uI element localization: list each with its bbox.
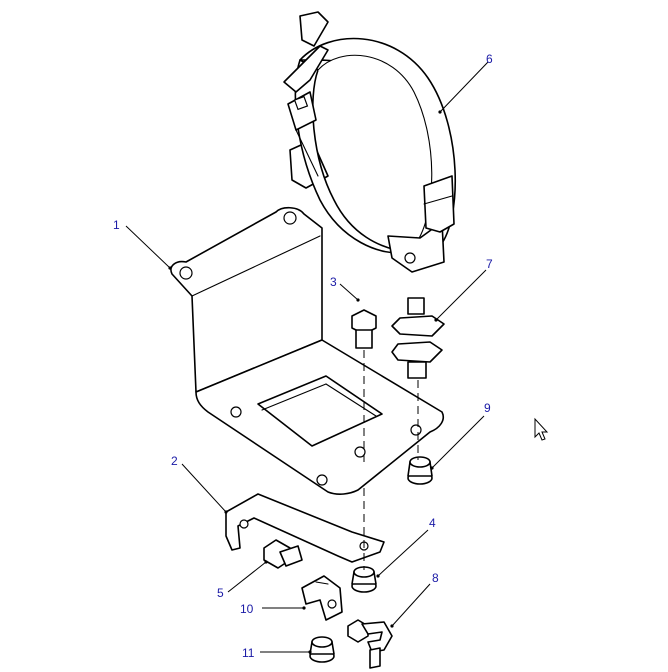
- callout-11: 11: [242, 646, 255, 660]
- callout-7: 7: [486, 257, 493, 271]
- mounting-bracket: [170, 206, 445, 495]
- screw: [263, 539, 303, 569]
- stud: [391, 297, 445, 379]
- p-clip-fastener: [347, 619, 393, 669]
- callout-6: 6: [486, 52, 493, 66]
- mouse-pointer-icon: [534, 417, 549, 441]
- callout-3: 3: [330, 275, 337, 289]
- callout-2: 2: [171, 454, 178, 468]
- callout-10: 10: [240, 602, 254, 616]
- bolt: [351, 309, 377, 349]
- nut: [351, 566, 377, 593]
- assembly-lines: [363, 350, 419, 570]
- callout-leaders: [125, 61, 489, 654]
- callout-1: 1: [113, 218, 120, 232]
- clip: [301, 575, 343, 621]
- small-nut: [309, 636, 335, 663]
- callout-4: 4: [429, 516, 436, 530]
- clamp-band: [283, 11, 457, 273]
- callout-9: 9: [484, 401, 491, 415]
- flange-nut: [407, 456, 433, 485]
- callout-8: 8: [432, 571, 439, 585]
- callout-labels: 1 2 3 4 5 6 7 8 9 10 11: [113, 52, 493, 660]
- lower-bracket: [225, 493, 385, 563]
- callout-5: 5: [217, 586, 224, 600]
